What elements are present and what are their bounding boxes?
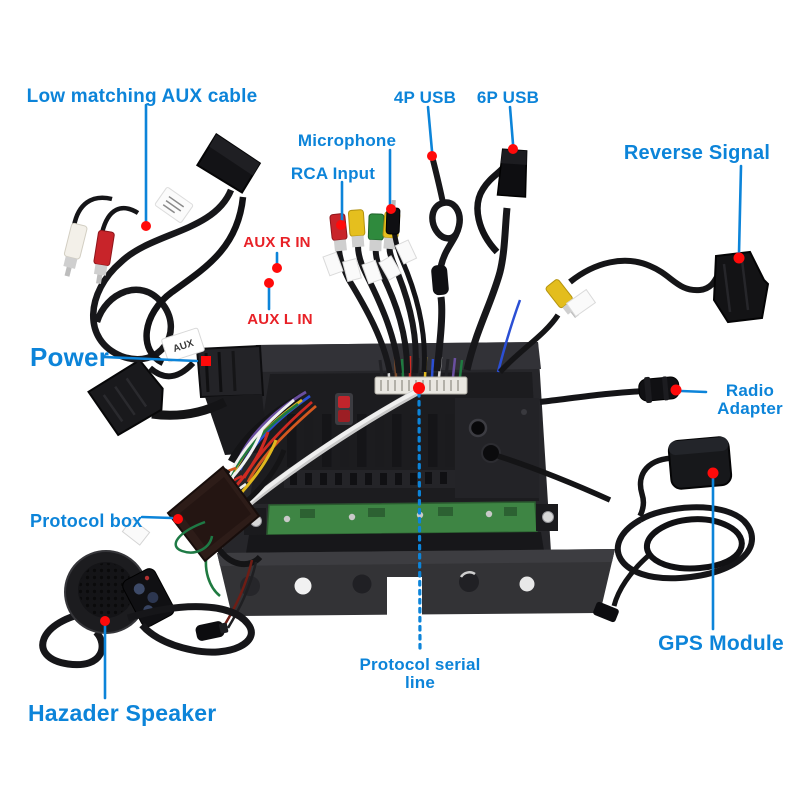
rca-green: [367, 213, 385, 252]
leader-usb-4p: [426, 105, 434, 153]
label-protocol-box: Protocol box: [30, 511, 143, 531]
leader-protocol-box: [140, 515, 174, 520]
aux-white-rca: [63, 222, 88, 277]
usb-6p-connector: [496, 148, 528, 198]
leader-power: [102, 355, 199, 363]
marker-gps-module: [707, 467, 719, 479]
label-radio-adapter-line1: Radio: [725, 381, 775, 400]
speaker-grille: [79, 563, 133, 617]
marker-power: [201, 356, 211, 366]
speaker-cable-connector: [195, 621, 229, 641]
label-rca-input: RCA Input: [290, 164, 376, 183]
marker-usb-4p: [427, 151, 437, 161]
protocol-box: [166, 429, 287, 563]
leader-radio-adapter: [679, 389, 708, 394]
pcb-strip: [244, 501, 558, 536]
marker-rca-input: [336, 220, 346, 230]
marker-radio-adapter: [670, 384, 682, 396]
marker-reverse-signal: [733, 252, 745, 264]
label-4p-usb: 4P USB: [393, 88, 457, 107]
mounting-bracket: [217, 549, 615, 618]
marker-usb-6p: [508, 144, 518, 154]
marker-protocol-serial-line: [413, 382, 425, 394]
label-radio-adapter-line2: Adapter: [717, 399, 783, 418]
leader-reverse-signal: [737, 164, 743, 255]
label-power: Power: [30, 342, 110, 372]
hazard-speaker-assembly: [39, 550, 255, 669]
label-low-matching-aux-cable: Low matching AUX cable: [26, 86, 258, 107]
marker-protocol-box: [173, 514, 183, 524]
usb-6p-cable: [463, 148, 528, 373]
leader-protocol-serial-line: [417, 392, 422, 650]
label-aux-r-in: AUX R IN: [243, 234, 311, 251]
head-unit: [195, 342, 615, 618]
label-protocol-serial-line1: Protocol serial: [359, 655, 481, 674]
aux-red-rca: [93, 229, 115, 285]
marker-aux-cable: [141, 221, 151, 231]
label-microphone: Microphone: [297, 131, 397, 150]
aux-plug-connector: [195, 132, 262, 194]
reverse-connector-block: [712, 250, 770, 324]
label-hazader-speaker: Hazader Speaker: [28, 700, 217, 726]
rca-red: [329, 213, 348, 252]
label-radio-adapter: Radio Adapter: [717, 382, 783, 418]
rca-yellow: [347, 209, 366, 248]
gps-antenna-puck: [667, 436, 733, 490]
label-6p-usb: 6P USB: [476, 88, 540, 107]
reverse-signal-cable: [497, 250, 770, 374]
aux-tag: AUX: [161, 327, 205, 363]
label-protocol-serial-line2: line: [404, 673, 436, 692]
annotations: [100, 103, 745, 700]
iso-connector: [87, 358, 164, 437]
label-aux-l-in: AUX L IN: [247, 311, 313, 328]
label-reverse-signal: Reverse Signal: [623, 142, 771, 164]
marker-microphone: [386, 204, 396, 214]
radio-adapter-cable: [539, 376, 680, 405]
power-switch: [335, 393, 353, 425]
usb-4p-cable: [429, 159, 463, 372]
microphone-cable: [385, 199, 427, 373]
antenna-port: [468, 418, 488, 438]
label-gps-module: GPS Module: [658, 632, 784, 655]
aux-cable-assembly: AUX: [63, 132, 262, 380]
marker-hazader-speaker: [100, 616, 110, 626]
usb-4p-ferrite: [431, 264, 449, 296]
marker-aux-l-in: [264, 278, 274, 288]
label-protocol-serial-line: Protocol serial line: [359, 656, 480, 692]
gps-module-assembly: [497, 436, 755, 623]
marker-aux-r-in: [272, 263, 282, 273]
leader-usb-6p: [508, 105, 515, 146]
radio-adapter-barrel: [638, 376, 680, 404]
